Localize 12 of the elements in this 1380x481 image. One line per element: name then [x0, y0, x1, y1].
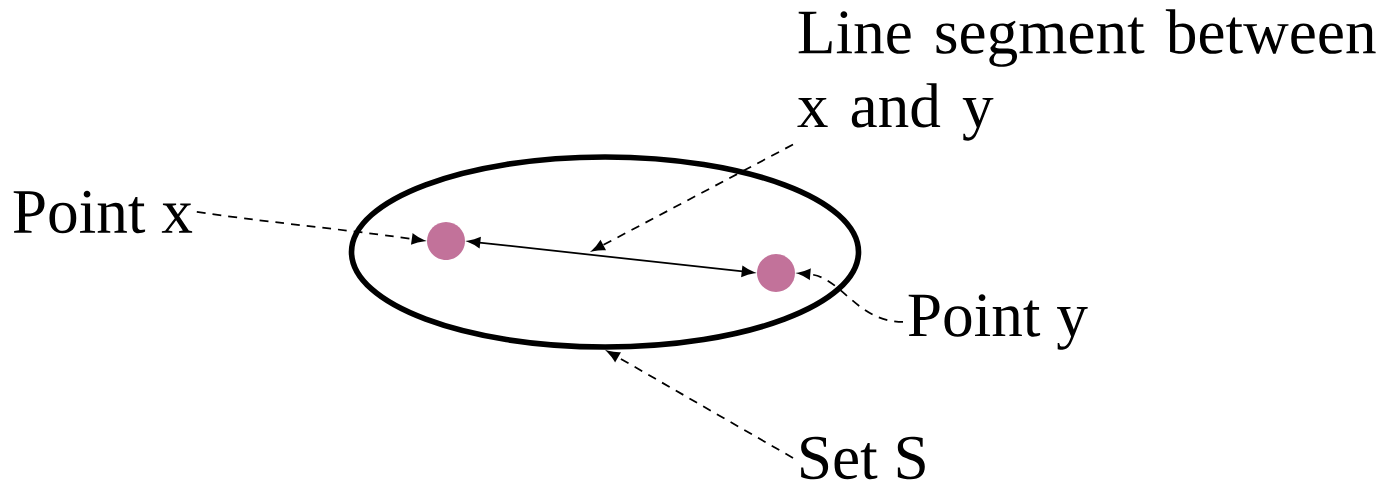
- point-dot: [757, 254, 795, 292]
- leader-line: [195, 211, 425, 245]
- point-dot: [427, 222, 465, 260]
- node-label: Point y: [908, 294, 1088, 350]
- leader-line: [592, 143, 794, 252]
- node-label: Set S: [801, 436, 925, 480]
- arrow: [467, 237, 755, 277]
- set-ellipse: [348, 154, 862, 350]
- node-label: Line segment between x and y: [797, 9, 1376, 141]
- leader-line: [797, 268, 904, 323]
- leader-line: [607, 350, 794, 459]
- node-label: Point x: [13, 190, 193, 234]
